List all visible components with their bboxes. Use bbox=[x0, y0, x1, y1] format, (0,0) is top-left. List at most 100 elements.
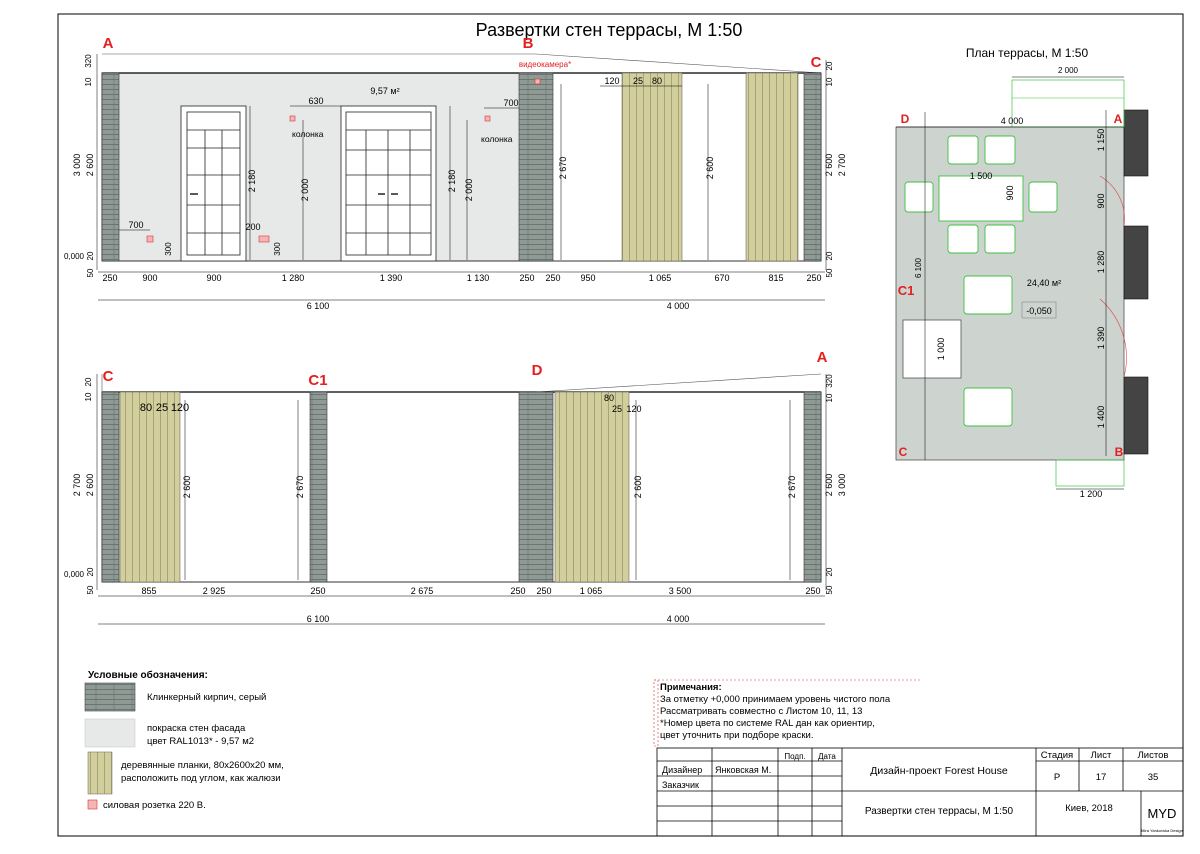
dimension-value: 1 065 bbox=[580, 586, 603, 596]
plan-dimension: 1 150 bbox=[1096, 129, 1106, 152]
dimension-value: 1 280 bbox=[282, 273, 305, 283]
dimension-value: 2 670 bbox=[787, 476, 797, 499]
dimension-total: 6 100 bbox=[307, 301, 330, 311]
wall-label-a: A bbox=[103, 35, 114, 52]
column-label: колонка bbox=[292, 129, 324, 139]
dimension-value: 20 bbox=[86, 251, 95, 260]
dimension-value: 950 bbox=[580, 273, 595, 283]
plan-pillar bbox=[1123, 109, 1149, 177]
legend-item-socket: силовая розетка 220 В. bbox=[103, 800, 206, 811]
brick-pillar bbox=[518, 72, 554, 262]
chair bbox=[984, 224, 1016, 254]
dimension-value: 250 bbox=[519, 273, 534, 283]
brick-pillar bbox=[518, 391, 554, 583]
brick-pillar bbox=[803, 391, 822, 583]
dimension-value: 120 bbox=[604, 76, 619, 86]
slat-dim: 25 bbox=[612, 404, 622, 414]
notes-line: За отметку +0,000 принимаем уровень чист… bbox=[660, 694, 891, 705]
wood-slats bbox=[745, 72, 799, 262]
dimension-value: 3 000 bbox=[72, 154, 82, 177]
dimension-value: 300 bbox=[164, 242, 173, 256]
tb-stage-label: Стадия bbox=[1041, 750, 1073, 761]
brick-pillar bbox=[803, 72, 822, 262]
plan-dimension: 1 000 bbox=[936, 338, 946, 361]
dimension-value: 1 390 bbox=[380, 273, 403, 283]
dimension-value: 320 bbox=[84, 54, 93, 68]
slat-dim: 120 bbox=[626, 404, 641, 414]
door-left bbox=[180, 105, 247, 262]
door-double bbox=[340, 105, 437, 262]
plan-pillar bbox=[1123, 225, 1149, 300]
plan-dimension: 1 500 bbox=[970, 171, 993, 181]
tb-col-data: Дата bbox=[818, 752, 836, 761]
tb-designer-name: Янковская М. bbox=[715, 765, 771, 775]
plan-pillar bbox=[1123, 376, 1149, 455]
legend-item-paint: покраска стен фасада bbox=[147, 723, 246, 734]
elevation-bottom bbox=[101, 373, 822, 583]
dimension-value: 10 bbox=[825, 393, 834, 402]
dimension-value: 2 600 bbox=[85, 154, 95, 177]
dimension-value: 20 bbox=[825, 251, 834, 260]
dimension-value: 2 180 bbox=[447, 170, 457, 193]
door-swing bbox=[1099, 298, 1127, 378]
terrace-plan bbox=[895, 79, 1149, 487]
notes-line: *Номер цвета по системе RAL дан как орие… bbox=[660, 718, 875, 729]
plan-dimension: 1 280 bbox=[1096, 251, 1106, 274]
tb-stage: Р bbox=[1054, 772, 1060, 783]
level-box bbox=[1021, 301, 1057, 319]
dimension-value: 250 bbox=[545, 273, 560, 283]
legend-paint-swatch bbox=[84, 718, 136, 748]
notes-heading: Примечания: bbox=[660, 682, 722, 693]
dimension-value: 700 bbox=[128, 220, 143, 230]
plan-dimension: 1 400 bbox=[1096, 406, 1106, 429]
plan-title: План террасы, М 1:50 bbox=[966, 46, 1089, 60]
armchair bbox=[963, 275, 1013, 315]
legend-item-brick: Клинкерный кирпич, серый bbox=[147, 692, 266, 703]
dimension-value: 2 600 bbox=[824, 154, 834, 177]
dimension-value: 3 000 bbox=[837, 474, 847, 497]
tb-project: Дизайн-проект Forest House bbox=[870, 765, 1008, 777]
dimension-value: 3 500 bbox=[669, 586, 692, 596]
dimension-value: 10 bbox=[84, 392, 93, 401]
chair bbox=[904, 181, 934, 213]
dimension-value: 2 000 bbox=[300, 179, 310, 202]
dimension-value: 900 bbox=[206, 273, 221, 283]
plan-level: -0,050 bbox=[1026, 306, 1052, 316]
dimension-value: 20 bbox=[825, 61, 834, 70]
wall-area: 9,57 м² bbox=[370, 86, 399, 96]
dimension-value: 2 600 bbox=[182, 476, 192, 499]
legend-item-wood-line2: расположить под углом, как жалюзи bbox=[121, 773, 281, 784]
plan-label-c: C bbox=[899, 445, 908, 459]
dimension-total: 4 000 bbox=[667, 301, 690, 311]
dimension-value: 630 bbox=[308, 96, 323, 106]
plan-label-c1: C1 bbox=[898, 283, 915, 298]
dimension-value: 900 bbox=[142, 273, 157, 283]
plan-dimension: 4 000 bbox=[1001, 116, 1024, 126]
socket-marker bbox=[146, 235, 154, 243]
dimension-value: 2 675 bbox=[411, 586, 434, 596]
dimension-value: 855 bbox=[141, 586, 156, 596]
wall-label-c1: C1 bbox=[308, 372, 327, 389]
tb-logo: MYD bbox=[1148, 806, 1177, 821]
dimension-value: 815 bbox=[768, 273, 783, 283]
brick-pillar bbox=[101, 391, 120, 583]
chair bbox=[947, 135, 979, 165]
dimension-value: 2 925 bbox=[203, 586, 226, 596]
camera-marker bbox=[534, 78, 541, 85]
speaker-marker bbox=[289, 115, 296, 122]
level-mark: 0,000 bbox=[64, 570, 85, 579]
dimension-value: 10 bbox=[84, 77, 93, 86]
dimension-value: 50 bbox=[86, 585, 95, 594]
speaker-marker bbox=[484, 115, 491, 122]
notes-line: цвет уточнить при подборе краски. bbox=[660, 730, 814, 741]
title-block-grid bbox=[656, 747, 1184, 837]
brick-pillar bbox=[309, 391, 328, 583]
dimension-value: 80 bbox=[652, 76, 662, 86]
dimension-value: 50 bbox=[86, 268, 95, 277]
sheet-frame bbox=[57, 13, 1184, 837]
plan-dimension: 1 200 bbox=[1080, 489, 1103, 499]
legend-heading: Условные обозначения: bbox=[88, 669, 208, 681]
dimension-value: 700 bbox=[503, 98, 518, 108]
